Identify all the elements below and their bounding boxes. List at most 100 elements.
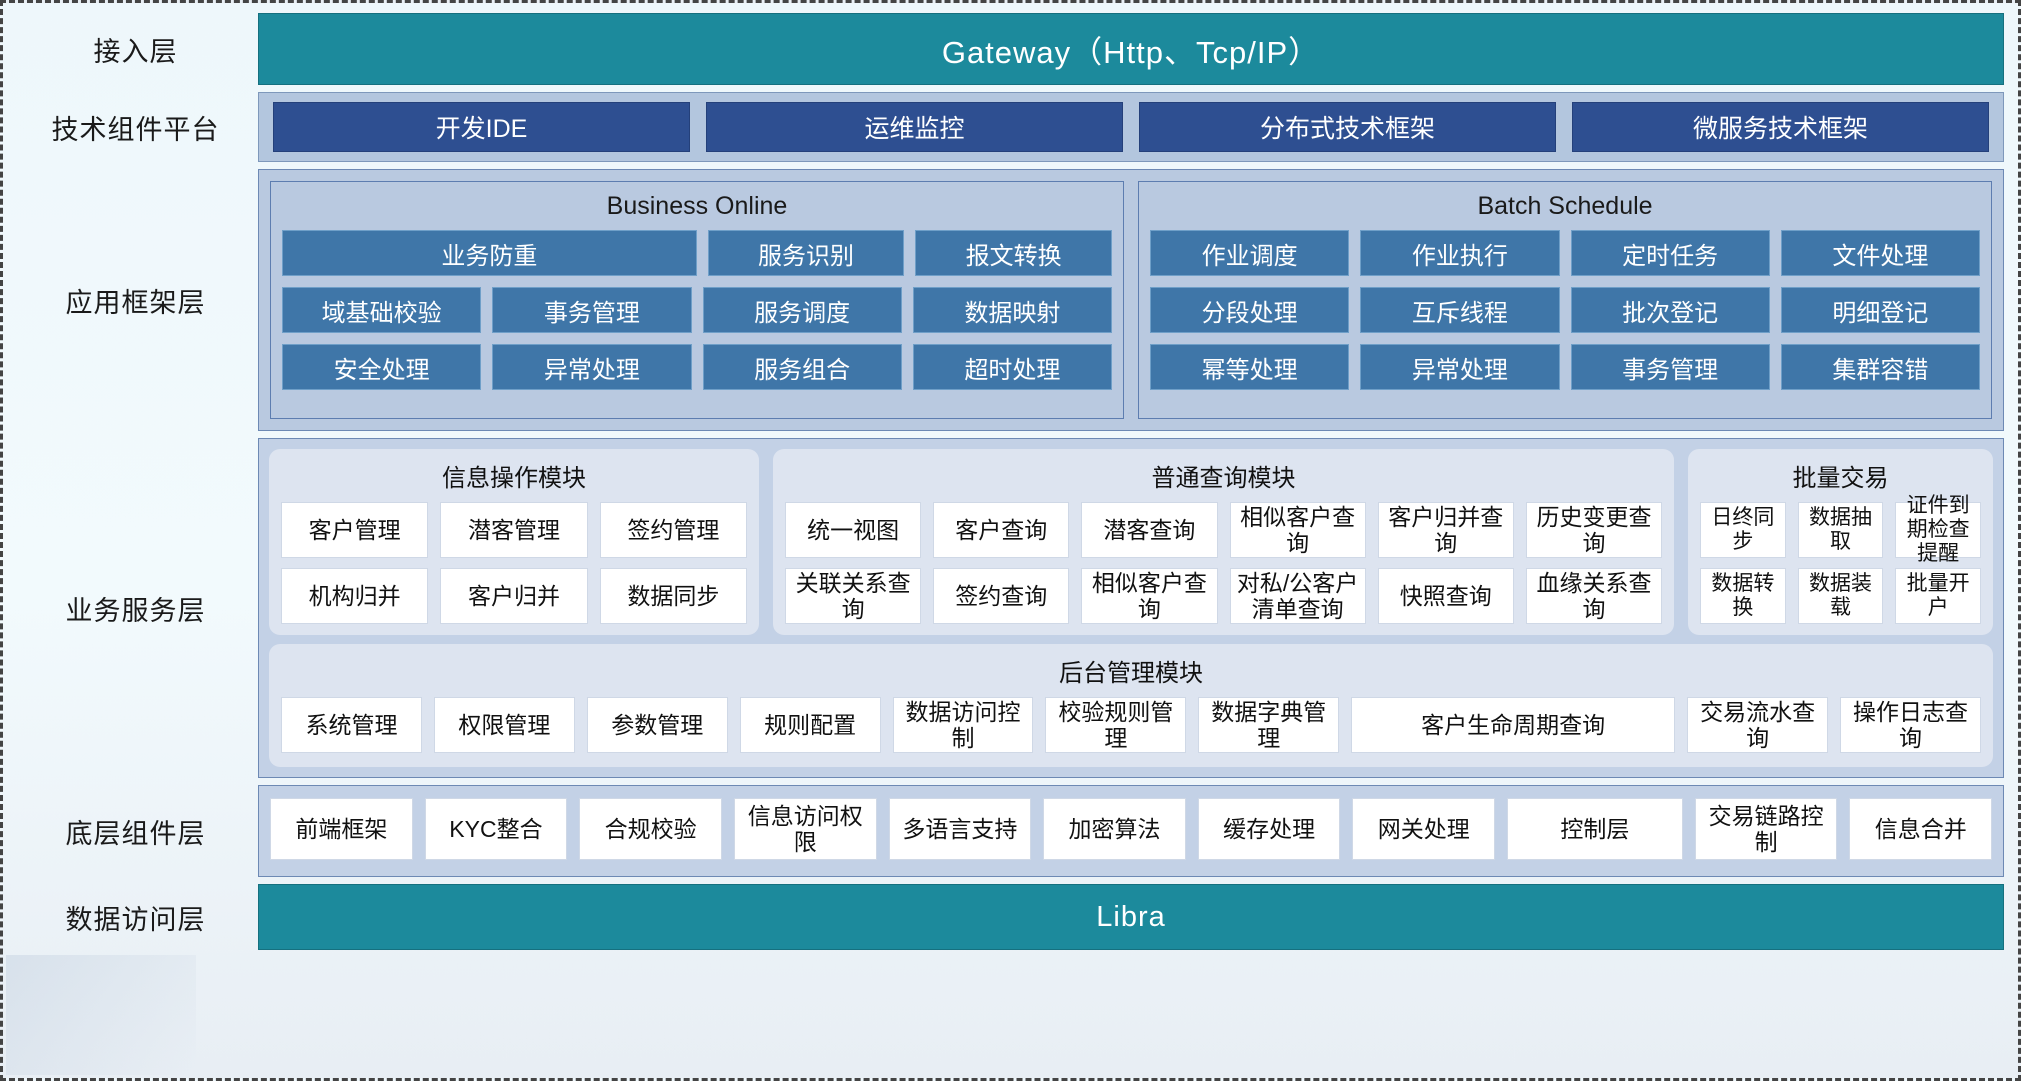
bo-cell-data-mapping[interactable]: 数据映射 <box>912 287 1112 333</box>
layer-label-tech-platform: 技术组件平台 <box>51 114 220 145</box>
admin-cell-customer-lifecycle-query[interactable]: 客户生命周期查询 <box>1351 697 1676 753</box>
tech-item-ops-monitor[interactable]: 运维监控 <box>706 102 1123 152</box>
query-cell-prospect-query[interactable]: 潜客查询 <box>1081 502 1218 558</box>
layer-label-data-access: 数据访问层 <box>65 904 206 935</box>
info-cell-org-merge[interactable]: 机构归并 <box>281 568 429 624</box>
query-cell-unified-view[interactable]: 统一视图 <box>785 502 922 558</box>
admin-cell-transaction-log-query[interactable]: 交易流水查询 <box>1687 697 1829 753</box>
query-cell-lineage-query[interactable]: 血缘关系查询 <box>1525 568 1663 624</box>
bottom-cell-compliance-check[interactable]: 合规校验 <box>579 798 722 860</box>
bottom-cell-frontend-framework[interactable]: 前端框架 <box>270 798 413 860</box>
bs-cell-job-schedule[interactable]: 作业调度 <box>1150 230 1350 276</box>
query-cell-similar-customer-query[interactable]: 相似客户查询 <box>1229 502 1366 558</box>
bo-cell-business-dedup[interactable]: 业务防重 <box>282 230 697 276</box>
admin-cell-parameter-mgmt[interactable]: 参数管理 <box>586 697 728 753</box>
tech-item-distributed-framework[interactable]: 分布式技术框架 <box>1139 102 1556 152</box>
admin-cell-permission-mgmt[interactable]: 权限管理 <box>433 697 575 753</box>
admin-row-1: 系统管理 权限管理 参数管理 规则配置 数据访问控制 校验规则管理 数据字典管理… <box>281 697 1981 753</box>
bs-cell-job-execute[interactable]: 作业执行 <box>1360 230 1560 276</box>
bottom-cell-kyc-integration[interactable]: KYC整合 <box>424 798 568 860</box>
query-cell-similar-customer-query-2[interactable]: 相似客户查询 <box>1081 568 1218 624</box>
bottom-cell-info-access-permission[interactable]: 信息访问权限 <box>733 798 877 860</box>
query-cell-customer-query[interactable]: 客户查询 <box>933 502 1070 558</box>
bottom-cell-transaction-chain-control[interactable]: 交易链路控制 <box>1694 798 1838 860</box>
bo-cell-domain-validate[interactable]: 域基础校验 <box>282 287 482 333</box>
module-common-query: 普通查询模块 统一视图 客户查询 潜客查询 相似客户查询 客户归并查询 历史变更… <box>773 449 1674 635</box>
bs-row-1: 作业调度 作业执行 定时任务 文件处理 <box>1150 230 1980 276</box>
admin-cell-system-mgmt[interactable]: 系统管理 <box>281 697 422 753</box>
tech-item-ide[interactable]: 开发IDE <box>273 102 690 152</box>
bs-row-3: 幂等处理 异常处理 事务管理 集群容错 <box>1150 344 1980 390</box>
bo-cell-timeout[interactable]: 超时处理 <box>912 344 1112 390</box>
bottom-cell-cache-processing[interactable]: 缓存处理 <box>1197 798 1341 860</box>
bo-cell-service-compose[interactable]: 服务组合 <box>702 344 902 390</box>
bo-row-2: 域基础校验 事务管理 服务调度 数据映射 <box>282 287 1112 333</box>
bo-cell-message-transform[interactable]: 报文转换 <box>915 230 1112 276</box>
query-cell-snapshot-query[interactable]: 快照查询 <box>1377 568 1514 624</box>
bs-row-2: 分段处理 互斥线程 批次登记 明细登记 <box>1150 287 1980 333</box>
bs-cell-exception[interactable]: 异常处理 <box>1360 344 1560 390</box>
query-row-2: 关联关系查询 签约查询 相似客户查询 对私/公客户清单查询 快照查询 血缘关系查… <box>785 568 1663 624</box>
gateway-bar[interactable]: Gateway（Http、Tcp/IP） <box>258 13 2004 85</box>
batch-cell-data-extract[interactable]: 数据抽取 <box>1797 502 1884 558</box>
bottom-cell-info-merge[interactable]: 信息合并 <box>1849 798 1993 860</box>
tech-item-microservice-framework[interactable]: 微服务技术框架 <box>1572 102 1989 152</box>
module-title-batch-transaction: 批量交易 <box>1792 465 1889 492</box>
query-cell-customer-merge-query[interactable]: 客户归并查询 <box>1377 502 1514 558</box>
admin-cell-operation-log-query[interactable]: 操作日志查询 <box>1840 697 1981 753</box>
bs-cell-file-process[interactable]: 文件处理 <box>1780 230 1980 276</box>
info-cell-customer-mgmt[interactable]: 客户管理 <box>281 502 429 558</box>
info-cell-contract-mgmt[interactable]: 签约管理 <box>599 502 747 558</box>
bo-cell-service-dispatch[interactable]: 服务调度 <box>702 287 902 333</box>
batch-cell-eod-sync[interactable]: 日终同步 <box>1700 502 1786 558</box>
query-cell-contract-query[interactable]: 签约查询 <box>933 568 1070 624</box>
bottom-cell-control-layer[interactable]: 控制层 <box>1507 798 1683 860</box>
bs-cell-idempotent[interactable]: 幂等处理 <box>1150 344 1350 390</box>
query-cell-private-public-list-query[interactable]: 对私/公客户清单查询 <box>1229 568 1366 624</box>
bottom-cell-encryption-algorithm[interactable]: 加密算法 <box>1043 798 1186 860</box>
batch-cell-bulk-account-open[interactable]: 批量开户 <box>1895 568 1982 624</box>
business-service-panel: 信息操作模块 客户管理 潜客管理 签约管理 机构归并 客户归并 <box>258 438 2004 778</box>
admin-cell-validation-rule-mgmt[interactable]: 校验规则管理 <box>1045 697 1187 753</box>
bottom-cell-multilanguage-support[interactable]: 多语言支持 <box>888 798 1032 860</box>
bo-cell-security[interactable]: 安全处理 <box>282 344 482 390</box>
batch-cell-id-expiry-reminder[interactable]: 证件到期检查提醒 <box>1895 494 1982 565</box>
bo-cell-transaction-mgmt[interactable]: 事务管理 <box>492 287 692 333</box>
info-cell-prospect-mgmt[interactable]: 潜客管理 <box>440 502 588 558</box>
query-cell-relation-query[interactable]: 关联关系查询 <box>785 568 922 624</box>
bo-cell-exception[interactable]: 异常处理 <box>492 344 692 390</box>
bs-cell-timed-task[interactable]: 定时任务 <box>1570 230 1770 276</box>
info-cell-data-sync[interactable]: 数据同步 <box>599 568 747 624</box>
tech-platform-band: 开发IDE 运维监控 分布式技术框架 微服务技术框架 <box>258 92 2004 162</box>
admin-cell-rule-config[interactable]: 规则配置 <box>739 697 881 753</box>
module-title-common-query: 普通查询模块 <box>1151 465 1296 492</box>
admin-cell-data-dictionary-mgmt[interactable]: 数据字典管理 <box>1198 697 1340 753</box>
bottom-cell-gateway-processing[interactable]: 网关处理 <box>1352 798 1495 860</box>
data-access-bar[interactable]: Libra <box>258 884 2004 950</box>
bs-cell-transaction-mgmt[interactable]: 事务管理 <box>1570 344 1770 390</box>
layer-label-app-framework: 应用框架层 <box>65 287 206 318</box>
batch-cell-data-transform[interactable]: 数据转换 <box>1700 568 1786 624</box>
layer-tech-platform: 技术组件平台 开发IDE 运维监控 分布式技术框架 微服务技术框架 <box>13 92 2004 162</box>
admin-cell-data-access-control[interactable]: 数据访问控制 <box>892 697 1034 753</box>
module-title-info-operation: 信息操作模块 <box>442 465 586 492</box>
layer-access: 接入层 Gateway（Http、Tcp/IP） <box>13 13 2004 85</box>
bs-cell-segment-process[interactable]: 分段处理 <box>1150 287 1350 333</box>
bs-cell-detail-register[interactable]: 明细登记 <box>1780 287 1980 333</box>
bs-cell-mutex-thread[interactable]: 互斥线程 <box>1360 287 1560 333</box>
layer-business-service: 业务服务层 信息操作模块 客户管理 潜客管理 签约管理 <box>13 438 2004 778</box>
batch-cell-data-load[interactable]: 数据装载 <box>1797 568 1884 624</box>
group-title-business-online: Business Online <box>606 192 788 220</box>
bs-cell-cluster-tolerance[interactable]: 集群容错 <box>1780 344 1980 390</box>
layer-bottom-components: 底层组件层 前端框架 KYC整合 合规校验 信息访问权限 多语言支持 加密算法 … <box>13 785 2004 877</box>
layer-label-business-service: 业务服务层 <box>65 595 206 626</box>
query-cell-history-change-query[interactable]: 历史变更查询 <box>1525 502 1663 558</box>
module-title-backend-admin: 后台管理模块 <box>1059 660 1203 687</box>
bo-cell-service-identify[interactable]: 服务识别 <box>707 230 905 276</box>
info-row-2: 机构归并 客户归并 数据同步 <box>281 568 747 624</box>
info-cell-customer-merge[interactable]: 客户归并 <box>440 568 588 624</box>
layer-label-access: 接入层 <box>93 36 178 67</box>
layer-data-access: 数据访问层 Libra <box>13 884 2004 950</box>
bs-cell-batch-register[interactable]: 批次登记 <box>1570 287 1770 333</box>
bottom-components-panel: 前端框架 KYC整合 合规校验 信息访问权限 多语言支持 加密算法 缓存处理 网… <box>258 785 2004 877</box>
